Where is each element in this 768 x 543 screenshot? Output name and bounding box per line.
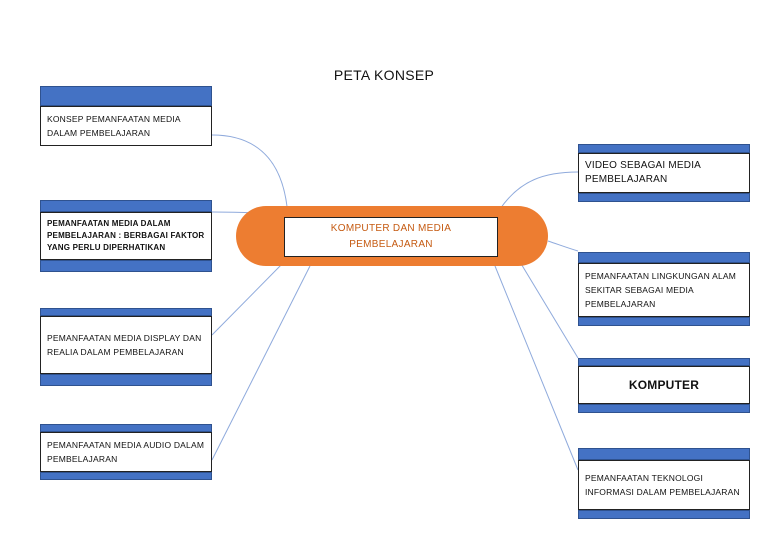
node-header-bar bbox=[40, 86, 212, 106]
node-header-bar bbox=[578, 358, 750, 366]
node-left-1: KONSEP PEMANFAATAN MEDIA DALAM PEMBELAJA… bbox=[40, 86, 212, 146]
node-footer-bar bbox=[40, 374, 212, 386]
connector-line bbox=[211, 261, 285, 336]
node-footer-bar bbox=[578, 193, 750, 202]
node-text: PEMANFAATAN TEKNOLOGI INFORMASI DALAM PE… bbox=[578, 460, 750, 510]
node-footer-bar bbox=[578, 317, 750, 326]
node-left-4: PEMANFAATAN MEDIA AUDIO DALAM PEMBELAJAR… bbox=[40, 424, 212, 480]
node-right-3: KOMPUTER bbox=[578, 358, 750, 413]
node-right-1: VIDEO SEBAGAI MEDIA PEMBELAJARAN bbox=[578, 144, 750, 202]
node-footer-bar bbox=[40, 472, 212, 480]
node-header-bar bbox=[40, 200, 212, 212]
node-footer-bar bbox=[578, 510, 750, 519]
node-right-2: PEMANFAATAN LINGKUNGAN ALAM SEKITAR SEBA… bbox=[578, 252, 750, 326]
node-text: PEMANFAATAN MEDIA AUDIO DALAM PEMBELAJAR… bbox=[40, 432, 212, 472]
diagram-title: PETA KONSEP bbox=[333, 67, 435, 83]
node-header-bar bbox=[578, 448, 750, 460]
node-text: KOMPUTER bbox=[578, 366, 750, 404]
connector-line bbox=[494, 265, 579, 471]
node-text: PEMANFAATAN MEDIA DALAM PEMBELAJARAN : B… bbox=[40, 212, 212, 260]
node-text: KONSEP PEMANFAATAN MEDIA DALAM PEMBELAJA… bbox=[40, 106, 212, 146]
node-header-bar bbox=[40, 424, 212, 432]
connector-line bbox=[211, 134, 289, 218]
node-text: VIDEO SEBAGAI MEDIA PEMBELAJARAN bbox=[578, 153, 750, 193]
connector-line bbox=[519, 261, 579, 359]
node-text: PEMANFAATAN LINGKUNGAN ALAM SEKITAR SEBA… bbox=[578, 263, 750, 317]
node-footer-bar bbox=[40, 260, 212, 272]
node-left-3: PEMANFAATAN MEDIA DISPLAY DAN REALIA DAL… bbox=[40, 308, 212, 386]
node-right-4: PEMANFAATAN TEKNOLOGI INFORMASI DALAM PE… bbox=[578, 448, 750, 519]
center-node: KOMPUTER DAN MEDIA PEMBELAJARAN bbox=[284, 217, 498, 257]
node-footer-bar bbox=[578, 404, 750, 413]
node-header-bar bbox=[578, 252, 750, 263]
connector-line bbox=[499, 171, 579, 210]
connector-line bbox=[547, 240, 579, 252]
node-header-bar bbox=[40, 308, 212, 316]
node-header-bar bbox=[578, 144, 750, 153]
node-left-2: PEMANFAATAN MEDIA DALAM PEMBELAJARAN : B… bbox=[40, 200, 212, 272]
connector-line bbox=[211, 265, 311, 461]
node-text: PEMANFAATAN MEDIA DISPLAY DAN REALIA DAL… bbox=[40, 316, 212, 374]
